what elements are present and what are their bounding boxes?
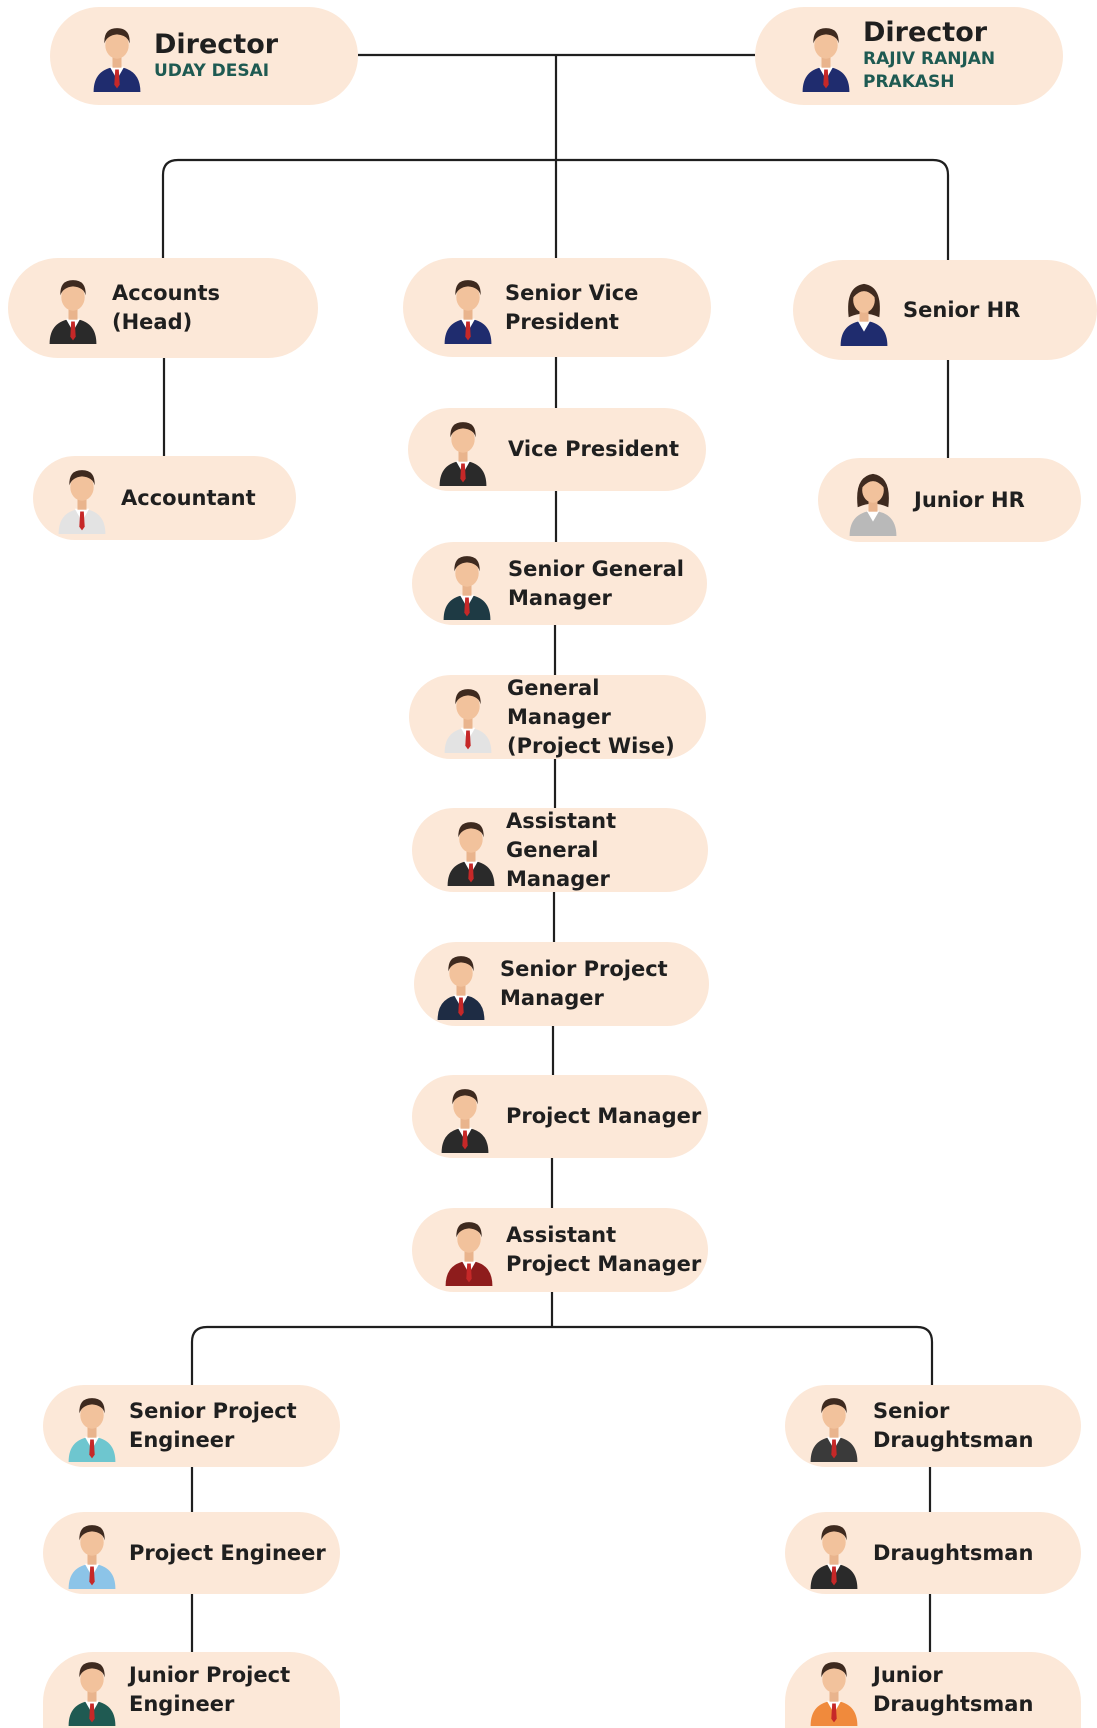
role-label: Project Manager [506,1104,702,1128]
role-label: Assistant General Manager [506,808,617,891]
role-accounts-head: Accounts (Head) [8,258,318,358]
role-draughtsman: Draughtsman [785,1512,1081,1594]
role-senior-hr: Senior HR [793,260,1097,360]
role-project-engineer: Project Engineer [43,1512,340,1594]
director-name: UDAY DESAI [154,60,270,81]
role-general-manager: General Manager (Project Wise) [409,675,706,759]
director-card-uday-desai: Director UDAY DESAI [50,7,358,105]
role-assistant-general-manager: Assistant General Manager [412,808,708,892]
director-name: RAJIV RANJAN PRAKASH [863,49,996,92]
director-title: Director [863,17,988,48]
role-label: Project Engineer [129,1540,326,1565]
businessman-avatar-icon [440,548,494,620]
businessman-avatar-icon [436,414,490,486]
role-label: Assistant Project Manager [506,1223,702,1276]
role-label: Vice President [508,437,680,461]
businessman-avatar-icon [442,1214,496,1286]
businessman-avatar-icon [46,272,100,344]
businessman-avatar-icon [441,681,495,753]
businesswoman-avatar-icon [837,274,891,346]
businessman-avatar-icon [807,1517,861,1589]
businessman-avatar-icon [65,1654,119,1726]
role-label: General Manager (Project Wise) [507,675,675,758]
businessman-avatar-icon [441,272,495,344]
role-label: Junior Project Engineer [129,1663,291,1716]
businessman-avatar-icon [807,1390,861,1462]
director-title: Director [154,28,279,60]
businessman-avatar-icon [65,1517,119,1589]
role-junior-project-engineer: Junior Project Engineer [43,1652,340,1728]
role-label: Senior Draughtsman [873,1399,1034,1452]
businessman-avatar-icon [444,814,498,886]
role-label: Senior General Manager [508,556,685,610]
businessman-avatar-icon [434,948,488,1020]
businesswoman-avatar-icon [846,464,900,536]
role-project-manager: Project Manager [412,1075,708,1158]
role-label: Junior Draughtsman [873,1663,1034,1716]
role-senior-vice-president: Senior Vice President [403,258,711,357]
role-assistant-project-manager: Assistant Project Manager [412,1208,708,1292]
role-label: Senior Project Engineer [129,1399,297,1452]
businessman-avatar-icon [55,462,109,534]
role-label: Senior HR [903,297,1021,322]
role-label: Accountant [121,485,256,510]
role-senior-draughtsman: Senior Draughtsman [785,1385,1081,1467]
role-label: Draughtsman [873,1540,1034,1565]
businessman-avatar-icon [807,1654,861,1726]
role-junior-draughtsman: Junior Draughtsman [785,1652,1081,1728]
businessman-avatar-icon [438,1081,492,1153]
director-card-rajiv-ranjan-prakash: Director RAJIV RANJAN PRAKASH [755,7,1063,105]
role-senior-project-manager: Senior Project Manager [414,942,709,1026]
role-label: Junior HR [914,487,1025,512]
businessman-avatar-icon [90,20,144,92]
bottom-branch [190,1325,934,1385]
top-branch [161,158,950,262]
role-label: Senior Vice President [505,280,639,334]
role-label: Accounts (Head) [112,281,221,334]
role-label: Senior Project Manager [500,957,668,1010]
businessman-avatar-icon [799,20,853,92]
role-accountant: Accountant [33,456,296,540]
role-vice-president: Vice President [408,408,706,491]
role-senior-general-manager: Senior General Manager [412,542,707,625]
businessman-avatar-icon [65,1390,119,1462]
role-junior-hr: Junior HR [818,458,1081,542]
role-senior-project-engineer: Senior Project Engineer [43,1385,340,1467]
